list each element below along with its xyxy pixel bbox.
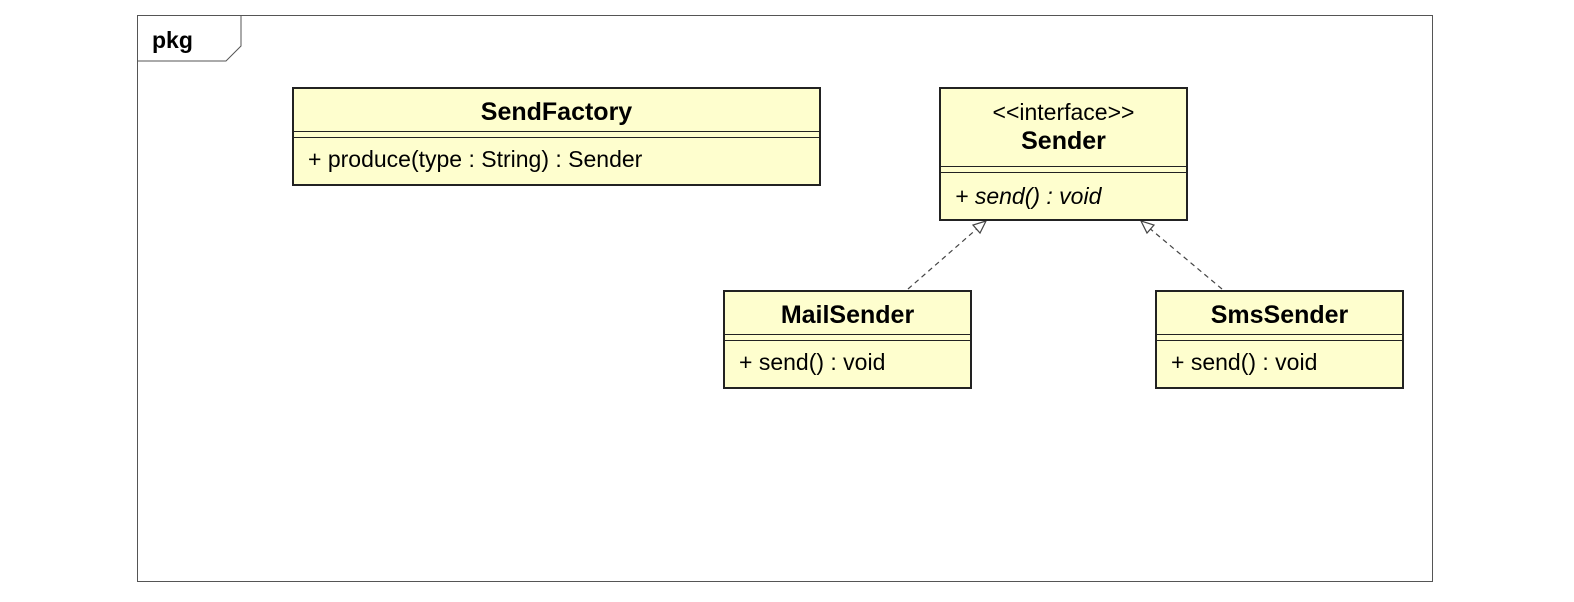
- realization-mailsender-sender: [907, 226, 980, 290]
- attributes-compartment: [294, 131, 819, 137]
- attributes-compartment: [725, 334, 970, 340]
- class-sendfactory-name: SendFactory: [480, 98, 633, 126]
- realization-arrowhead-mailsender: [971, 220, 988, 235]
- operations-compartment: + produce(type : String) : Sender: [294, 137, 819, 174]
- class-sendfactory-header: SendFactory: [294, 89, 819, 131]
- realization-arrowhead-smssender: [1139, 220, 1156, 235]
- class-smssender[interactable]: SmsSender + send() : void: [1155, 290, 1404, 389]
- operation-produce: + produce(type : String) : Sender: [308, 146, 643, 172]
- operations-compartment: + send() : void: [725, 340, 970, 377]
- attributes-compartment: [1157, 334, 1402, 340]
- package-tab: pkg: [138, 16, 242, 62]
- class-mailsender-name: MailSender: [780, 301, 915, 329]
- class-sendfactory[interactable]: SendFactory + produce(type : String) : S…: [292, 87, 821, 186]
- interface-sender-header: <<interface>> Sender: [941, 89, 1186, 166]
- interface-sender[interactable]: <<interface>> Sender + send() : void: [939, 87, 1188, 221]
- class-smssender-name: SmsSender: [1210, 301, 1349, 329]
- operations-compartment: + send() : void: [941, 172, 1186, 211]
- package-tab-outline: [138, 16, 242, 62]
- package-label: pkg: [152, 27, 193, 53]
- operations-compartment: + send() : void: [1157, 340, 1402, 377]
- class-mailsender-header: MailSender: [725, 292, 970, 334]
- attributes-compartment: [941, 166, 1186, 172]
- operation-send-abstract: + send() : void: [955, 183, 1102, 209]
- operation-send: + send() : void: [739, 349, 886, 375]
- interface-stereotype: <<interface>>: [992, 99, 1135, 125]
- realization-smssender-sender: [1147, 226, 1223, 290]
- class-mailsender[interactable]: MailSender + send() : void: [723, 290, 972, 389]
- operation-send: + send() : void: [1171, 349, 1318, 375]
- package-frame: pkg: [137, 15, 1433, 582]
- interface-sender-name: Sender: [1021, 127, 1106, 155]
- class-smssender-header: SmsSender: [1157, 292, 1402, 334]
